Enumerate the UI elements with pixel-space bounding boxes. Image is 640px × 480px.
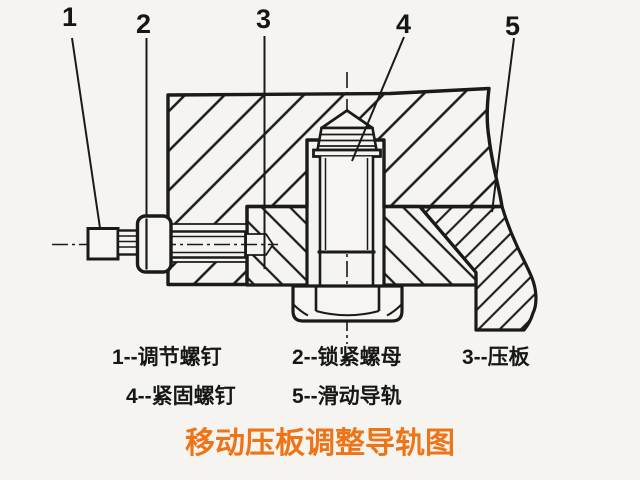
leader-line-1 (71, 37, 101, 229)
callout-4: 4 (396, 9, 412, 39)
legend-item-4: 4--紧固螺钉 (126, 385, 236, 408)
adjusting-screw-head (86, 227, 120, 261)
legend-item-5: 5--滑动导轨 (292, 385, 402, 408)
adjusting-screw-shaft (171, 230, 246, 259)
guide-rail-section (418, 204, 538, 332)
bolt-shank-edges (318, 252, 375, 286)
bolt-shaft-fill (320, 156, 373, 252)
leader-line-4 (351, 36, 405, 162)
adjusting-screw-neck-threads (118, 235, 138, 248)
bolt-hex-chamfer-arcs (292, 303, 403, 317)
legend-item-2: 2--锁紧螺母 (292, 346, 402, 369)
plate-threaded-hole (247, 234, 273, 255)
leg-screw-hole-edges (170, 223, 247, 263)
legend-item-3: 3--压板 (462, 346, 530, 369)
bolt-cap-rings (318, 133, 376, 147)
bolt-shaft-thread-lines (324, 158, 369, 250)
adjusting-screw-neck (116, 229, 140, 256)
callout-1: 1 (62, 2, 78, 32)
leader-line-5 (491, 37, 515, 213)
callout-3: 3 (256, 4, 272, 34)
bolt-cap-flange (312, 148, 382, 158)
bolt-hex-facet-lines (314, 286, 381, 311)
figure-caption: 移动压板调整导轨图 (185, 427, 455, 460)
adjusting-screw-thread-lines (171, 235, 246, 254)
callout-5: 5 (505, 11, 521, 41)
lock-nut (135, 214, 173, 274)
callout-2: 2 (136, 9, 152, 39)
legend-item-1: 1--调节螺钉 (112, 346, 222, 369)
bolt-shaft-edges (318, 156, 375, 252)
